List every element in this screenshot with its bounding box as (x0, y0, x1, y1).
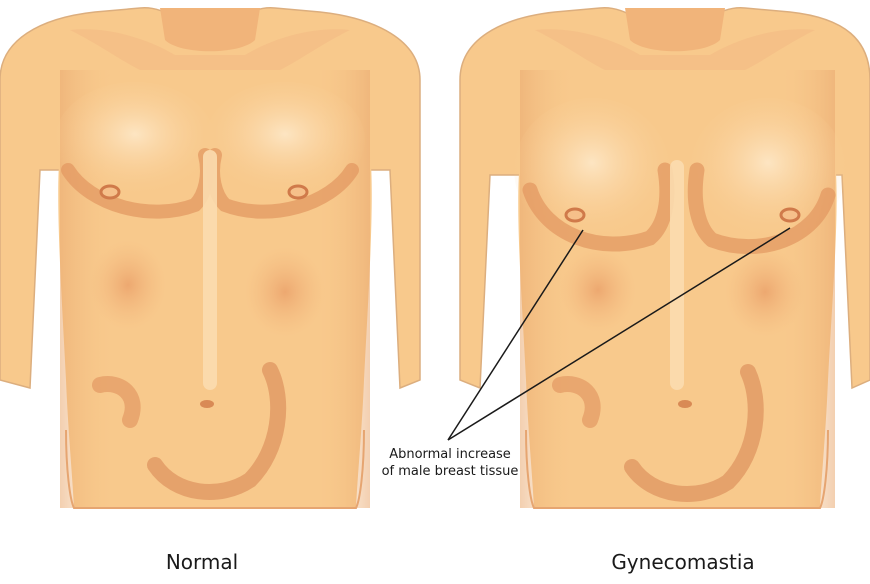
caption-normal: Normal (52, 550, 352, 574)
gyneco-neck (625, 8, 725, 51)
caption-gynecomastia: Gynecomastia (533, 550, 833, 574)
normal-navel (200, 400, 214, 408)
gyneco-navel (678, 400, 692, 408)
normal-torso (0, 8, 420, 508)
normal-left-nipple (101, 186, 119, 198)
annotation-line-2: of male breast tissue (350, 463, 550, 480)
gynecomastia-torso (460, 8, 870, 508)
gyneco-left-nipple (566, 209, 584, 221)
gyneco-left-breast (514, 98, 670, 242)
annotation-line-1: Abnormal increase (350, 446, 550, 463)
annotation-label: Abnormal increase of male breast tissue (350, 446, 550, 480)
normal-neck (160, 8, 260, 51)
normal-right-nipple (289, 186, 307, 198)
gyneco-right-nipple (781, 209, 799, 221)
